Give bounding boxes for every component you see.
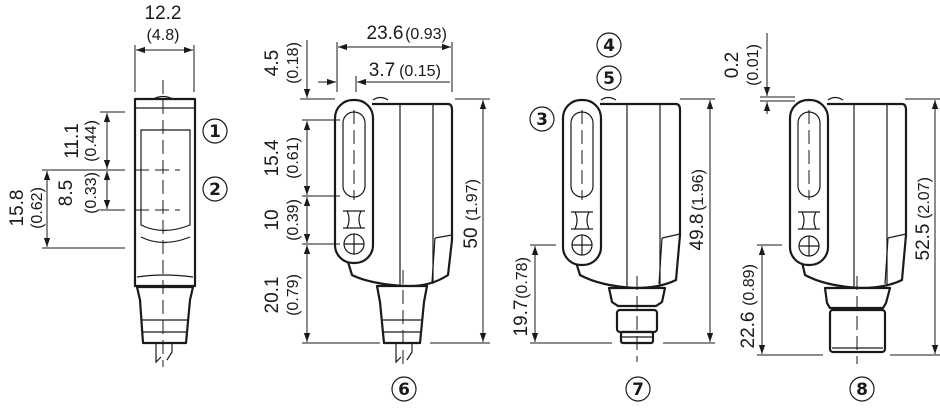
marker-8: 8 [849,376,875,402]
marker-1: 1 [202,118,228,144]
dim-height-m12-mm: 52.5 [913,224,934,261]
dim-plate-offset-in: (0.15) [399,63,441,80]
dim-top-offset-in: (0.18) [285,42,302,84]
dim-m12-height-mm: 22.6 [738,312,759,349]
dim-plate-offset-mm: 3.7 [369,60,395,81]
dim-cable-height-in: (0.79) [285,274,302,316]
marker-3: 3 [529,106,555,132]
optics-window [140,129,191,232]
dim-hole-spacing-in: (0.39) [285,199,302,241]
marker-4: 4 [596,32,622,58]
dim-height-m12-in: (2.07) [916,177,933,219]
marker-2: 2 [202,176,228,202]
dim-height-cable-in: (1.97) [464,179,481,221]
dim-width-mm: 12.2 [145,3,182,24]
dim-width-in: (4.8) [147,27,180,44]
dim-offset1-mm: 11.1 [62,123,83,159]
dim-depth-in: (0.93) [405,26,447,43]
dim-m12-height-in: (0.89) [741,264,758,306]
dim-offset3-mm: 15.8 [7,190,28,227]
sensor-body-front [133,97,197,288]
front-view: 12.2 (4.8) 11.1 (0.44) 8.5 (0.33) 15.8 (… [7,3,228,367]
dim-lens-spacing-mm: 15.4 [262,139,283,176]
dim-offset2-mm: 8.5 [56,180,77,206]
svg-text:6: 6 [398,380,410,400]
dim-m8-height-mm: 19.7 [511,300,532,337]
svg-text:4: 4 [603,36,615,56]
dim-hole-spacing-mm: 10 [262,209,283,230]
dim-led-protrusion-in: (0.01) [745,44,762,86]
dim-height-m8-in: (1.96) [690,169,707,211]
dim-offset2-in: (0.33) [83,172,100,214]
svg-text:3: 3 [536,110,548,130]
cable-gland [135,285,195,345]
svg-text:2: 2 [209,180,221,200]
cable-break [155,343,173,364]
svg-text:8: 8 [856,380,868,400]
dim-offset3-in: (0.62) [29,187,46,229]
dim-led-protrusion-mm: 0.2 [722,52,743,78]
svg-text:5: 5 [603,69,615,89]
dim-depth-mm: 23.6 [367,23,404,44]
side-view-m12: 52.5 (2.07) 22.6 (0.89) 0.2 (0.01) 8 [722,33,940,402]
dim-lens-spacing-in: (0.61) [285,137,302,179]
cable-gland-side [375,284,429,345]
dim-height-cable-mm: 50 [461,227,482,248]
marker-5: 5 [596,65,622,91]
dim-height-m8-mm: 49.8 [687,214,708,251]
dim-cable-height-mm: 20.1 [262,277,283,314]
dim-top-offset-mm: 4.5 [262,50,283,76]
dim-offset1-in: (0.44) [83,120,100,162]
marker-7: 7 [625,376,651,402]
dim-m8-height-in: (0.78) [514,257,531,299]
side-view-cable: 23.6 (0.93) 3.7 (0.15) 4.5 (0.18) 15.4 (… [262,23,490,402]
svg-text:1: 1 [209,122,221,142]
svg-text:7: 7 [632,380,644,400]
side-view-m8: 49.8 (1.96) 19.7 (0.78) 3 4 5 7 [511,32,715,402]
marker-6: 6 [391,376,417,402]
